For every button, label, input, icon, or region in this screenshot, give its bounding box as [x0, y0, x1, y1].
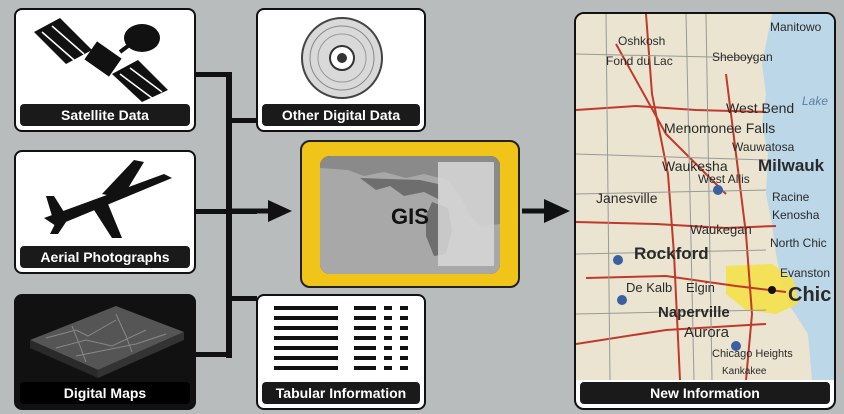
- city-waukesha: Waukesha: [662, 158, 728, 174]
- city-aurora: Aurora: [684, 324, 730, 341]
- tabular-information-label: Tabular Information: [262, 382, 420, 404]
- other-digital-data-label: Other Digital Data: [262, 104, 420, 126]
- city-waukegan: Waukegan: [690, 222, 752, 237]
- city-evanston: Evanston: [780, 266, 831, 280]
- new-information-label: New Information: [580, 382, 830, 404]
- digital-maps-panel: Digital Maps: [14, 294, 196, 410]
- city-manitowoc: Manitowo: [770, 20, 822, 34]
- city-chicago-heights: Chicago Heights: [712, 348, 793, 360]
- connector-satellite: [195, 72, 229, 77]
- city-sheboygan: Sheboygan: [712, 50, 773, 64]
- city-lake: Lake: [802, 94, 829, 108]
- gis-label: GIS: [391, 204, 429, 229]
- arrow-to-gis-head: [268, 200, 292, 222]
- tabular-information-panel: Tabular Information: [256, 294, 426, 410]
- digital-maps-label: Digital Maps: [20, 382, 190, 404]
- gis-monitor-frame: GIS: [300, 140, 520, 288]
- terrain-map-icon: [16, 296, 194, 380]
- aerial-photographs-panel: Aerial Photographs: [14, 150, 196, 274]
- city-north-chicago: North Chic: [770, 236, 827, 250]
- city-naperville: Naperville: [658, 304, 730, 321]
- city-kankakee: Kankakee: [722, 366, 767, 377]
- city-west-allis: West Allis: [698, 172, 750, 186]
- connector-bus: [226, 72, 232, 358]
- city-rockford: Rockford: [634, 244, 709, 263]
- connector-other-digital: [229, 118, 257, 123]
- cd-disc-icon: [258, 10, 424, 102]
- connector-digital-maps: [195, 352, 229, 357]
- other-digital-data-panel: Other Digital Data: [256, 8, 426, 132]
- city-wauwatosa: Wauwatosa: [732, 140, 795, 154]
- city-fond-du-lac: Fond du Lac: [606, 54, 673, 68]
- satellite-icon: [16, 10, 194, 102]
- arrow-to-output-head: [544, 199, 570, 223]
- new-information-panel: Manitowo Oshkosh Fond du Lac Sheboygan L…: [574, 12, 836, 410]
- road-map-image: [576, 14, 834, 380]
- great-lakes-map-icon: [320, 156, 500, 274]
- city-dekalb: De Kalb: [626, 280, 673, 295]
- gis-screen: GIS: [320, 156, 500, 274]
- city-oshkosh: Oshkosh: [618, 34, 666, 48]
- city-west-bend: West Bend: [726, 100, 795, 116]
- city-milwaukee: Milwauk: [758, 156, 825, 175]
- city-kenosha: Kenosha: [772, 208, 820, 222]
- satellite-data-panel: Satellite Data: [14, 8, 196, 132]
- city-janesville: Janesville: [596, 190, 658, 206]
- city-racine: Racine: [772, 190, 810, 204]
- aerial-photographs-label: Aerial Photographs: [20, 246, 190, 268]
- airplane-icon: [16, 152, 194, 244]
- city-menomonee-falls: Menomonee Falls: [664, 120, 776, 136]
- connector-tabular: [229, 296, 257, 301]
- city-elgin: Elgin: [686, 280, 715, 295]
- satellite-data-label: Satellite Data: [20, 104, 190, 126]
- city-chicago: Chic: [788, 284, 832, 306]
- table-icon: [258, 296, 424, 380]
